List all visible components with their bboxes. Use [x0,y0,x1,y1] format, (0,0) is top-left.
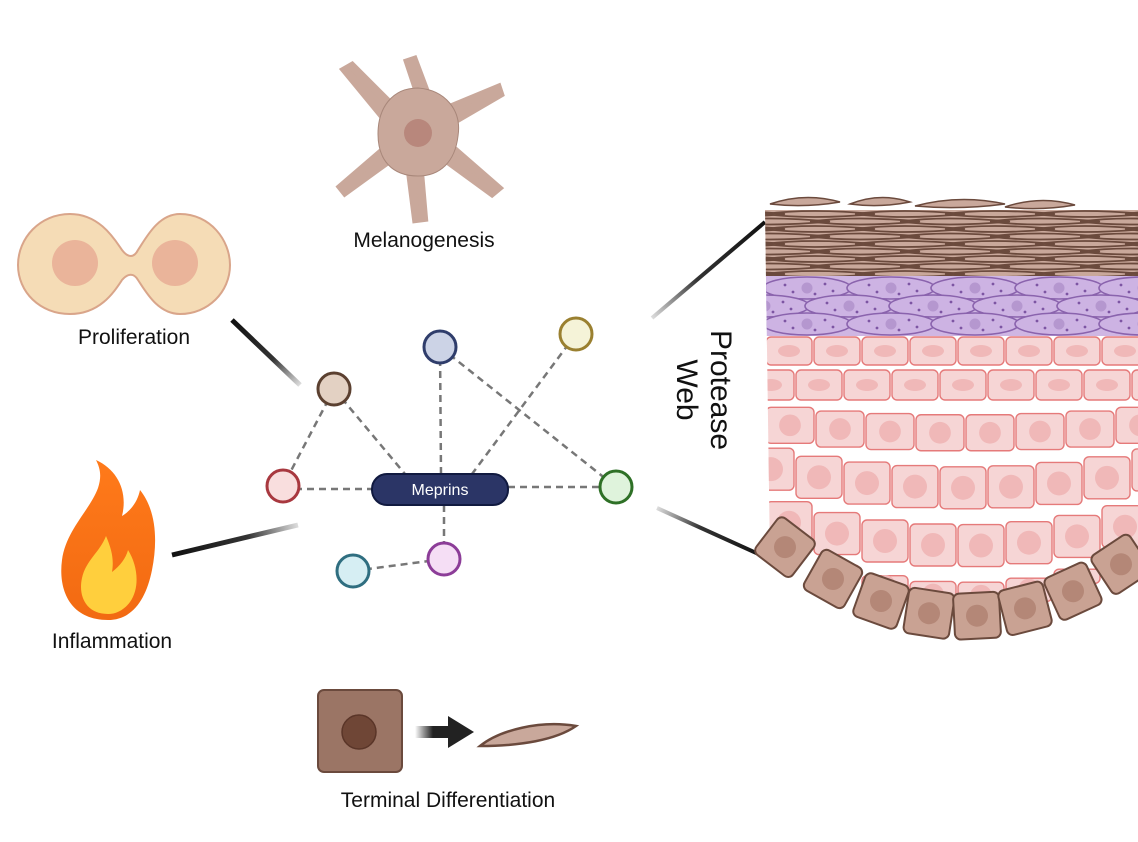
arrow-right-icon [415,716,474,748]
node-red[interactable] [265,468,301,504]
protease-title-line1: Protease [704,330,737,450]
proliferation-label: Proliferation [78,326,190,349]
network-edges [281,333,617,573]
shedding-corneocyte [914,198,1006,209]
shedding-corneocyte [769,196,841,207]
node-brown[interactable] [316,371,352,407]
inflammation-label: Inflammation [52,630,172,653]
dividing-cell-icon [16,212,232,316]
skin-connector-bottom [656,506,766,559]
meprins-node[interactable]: Meprins [371,473,509,506]
shedding-corneocyte [1004,199,1076,210]
node-green[interactable] [598,469,634,505]
node-navy[interactable] [422,329,458,365]
shedding-corneocyte [847,196,913,207]
stratum-basale [754,516,1138,641]
skin-connector-top [650,220,767,320]
terminal-differentiation-label: Terminal Differentiation [341,789,555,812]
melanocyte-icon [335,54,505,224]
keratinocyte-icon [317,689,403,773]
protease-web-title: Protease Web [670,330,737,450]
node-yellow[interactable] [558,316,594,352]
melanogenesis-label: Melanogenesis [353,229,494,252]
network-nodes [265,316,634,589]
protease-title-line2: Web [670,359,703,420]
meprins-label: Meprins [412,482,469,499]
node-purple[interactable] [426,541,462,577]
epidermis-cross-section [754,196,1138,641]
inflammation-connector [171,522,299,558]
proliferation-connector [230,318,302,387]
node-teal[interactable] [335,553,371,589]
flame-icon [61,460,156,620]
corneocyte-icon [476,723,580,748]
